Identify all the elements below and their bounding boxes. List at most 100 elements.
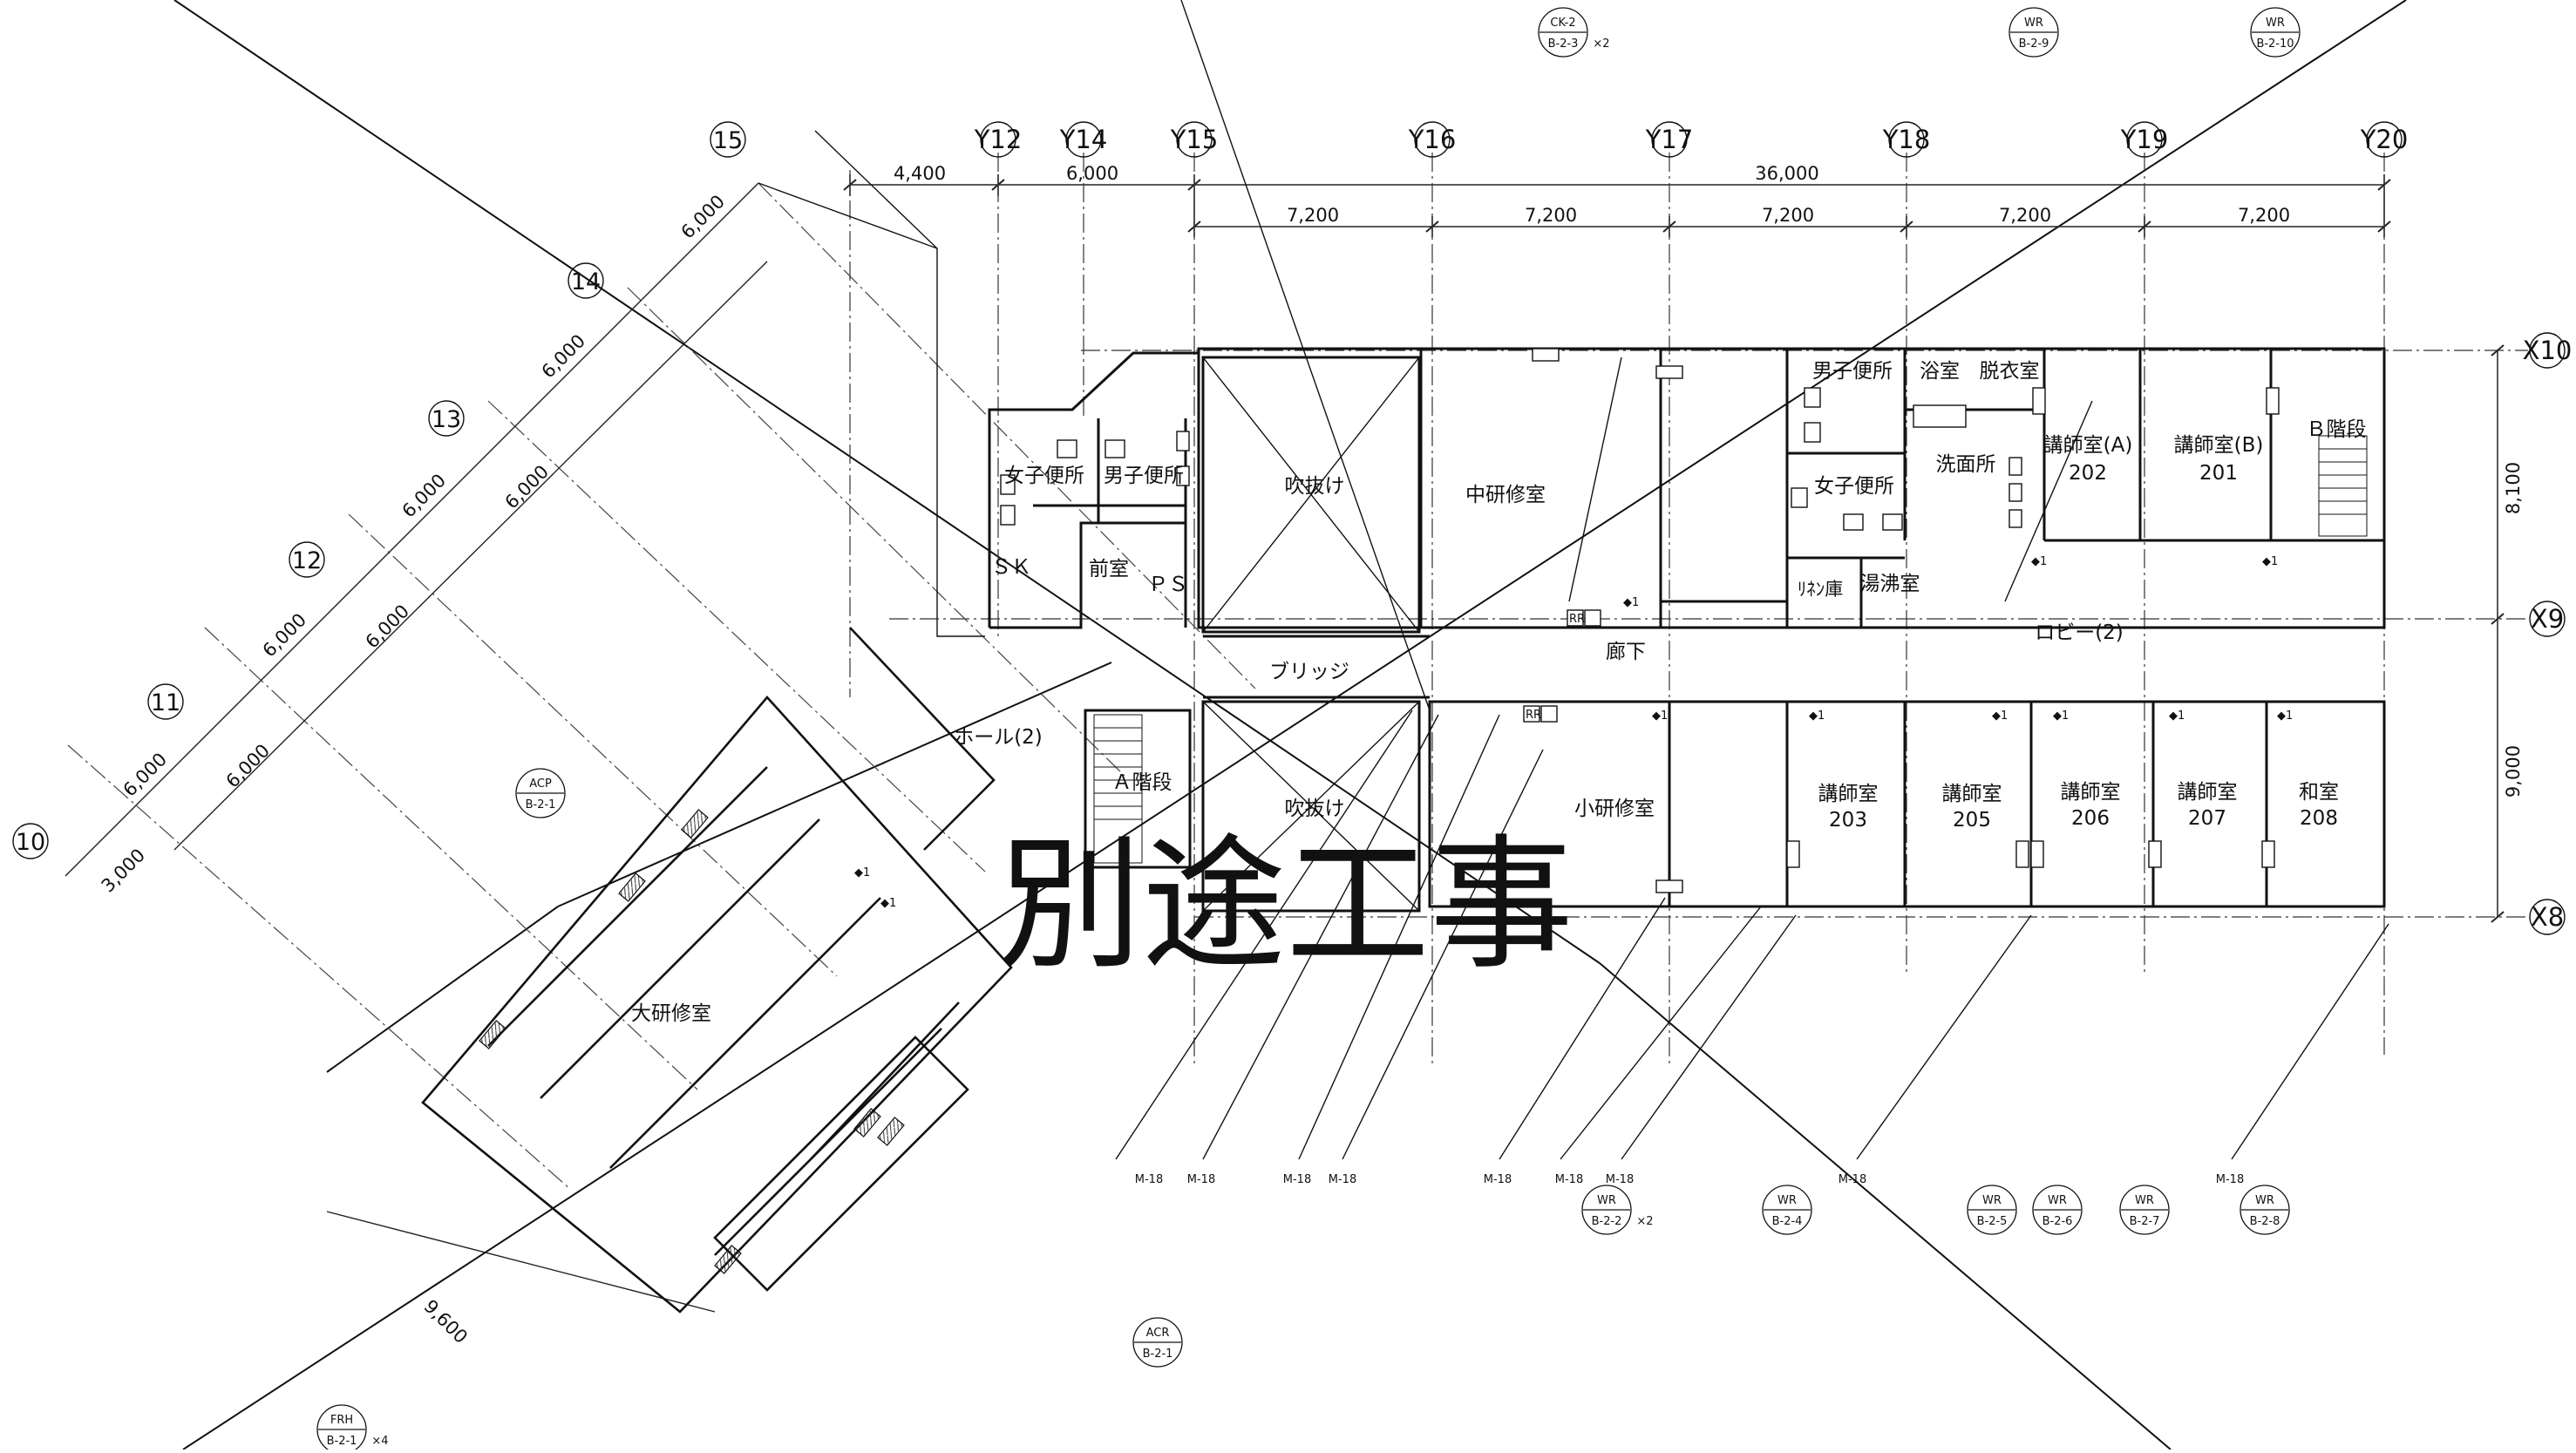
- room-hall: ホール(2): [954, 726, 1043, 749]
- marker-dot-8: ◆1: [2277, 710, 2293, 723]
- dim-diag-inner-2: 6,000: [222, 740, 274, 791]
- grid-d12: 12: [292, 547, 322, 574]
- dim-8100: 8,100: [2503, 462, 2524, 514]
- room-lecturer-205-no: 205: [1953, 809, 1991, 832]
- dim-4400: 4,400: [894, 163, 946, 184]
- grid-x9: X9: [2531, 604, 2564, 634]
- room-mens-wc-right: 男子便所: [1812, 360, 1893, 383]
- pipe-labels: M-18 M-18 M-18 M-18 M-18 M-18 M-18 M-18 …: [1135, 1173, 2244, 1186]
- m18-9: M-18: [2216, 1173, 2244, 1186]
- dim-bay-1: 7,200: [1287, 205, 1339, 226]
- m18-5: M-18: [1484, 1173, 1512, 1186]
- tag-frh-mult: ×4: [371, 1435, 388, 1448]
- dim-bay-4: 7,200: [1999, 205, 2051, 226]
- top-dimension-ticks: [843, 179, 2391, 233]
- grid-y19: Y19: [2120, 125, 2169, 154]
- diagonal-grid-bubbles: [12, 121, 746, 859]
- room-lecturer-203-no: 203: [1829, 809, 1867, 832]
- tag-wr2-mult: ×2: [1636, 1215, 1653, 1228]
- dim-bay-2: 7,200: [1525, 205, 1577, 226]
- tag-wr4-ref: B-2-4: [1772, 1215, 1803, 1228]
- room-lecturer-a-no: 202: [2069, 462, 2107, 485]
- marker-rr-lower: RR: [1526, 709, 1541, 722]
- grid-y16: Y16: [1408, 125, 1457, 154]
- tag-ck2-code: CK-2: [1550, 17, 1575, 30]
- dim-diag-inner-1: 3,000: [98, 845, 149, 896]
- room-mid-study: 中研修室: [1465, 484, 1546, 506]
- grid-y18: Y18: [1882, 125, 1931, 154]
- dim-diag-inner-4: 6,000: [501, 461, 553, 513]
- grid-y12: Y12: [974, 125, 1023, 154]
- room-lecturer-205: 講師室: [1942, 783, 2002, 805]
- tag-wr7-ref: B-2-7: [2130, 1215, 2160, 1228]
- room-lecturer-203: 講師室: [1818, 783, 1879, 805]
- right-dim-ticks: [2491, 344, 2505, 923]
- dim-diag-outer-4: 6,000: [538, 330, 589, 382]
- grid-y20: Y20: [2360, 125, 2409, 154]
- dim-diag-inner-3: 6,000: [362, 601, 413, 652]
- tag-acr-ref: B-2-1: [1143, 1348, 1173, 1361]
- room-lecturer-207-no: 207: [2188, 807, 2226, 830]
- tag-ck2-mult: ×2: [1593, 37, 1609, 51]
- grid-x8: X8: [2531, 902, 2564, 932]
- room-lecturer-206: 講師室: [2061, 781, 2121, 804]
- separate-work-stamp: 別途工事: [998, 821, 1573, 988]
- duct-units: [479, 809, 905, 1274]
- room-washitsu-no: 208: [2300, 807, 2338, 830]
- grid-x10: X10: [2523, 336, 2573, 365]
- diagonal-grid-lines: [67, 182, 1256, 1191]
- tag-wr10-ref: B-2-10: [2256, 37, 2294, 51]
- horizontal-grid-lines: [889, 350, 2528, 918]
- tag-wr5-ref: B-2-5: [1977, 1215, 2008, 1228]
- tag-wr2-ref: B-2-2: [1592, 1215, 1622, 1228]
- room-lobby: ロビー(2): [2035, 621, 2124, 644]
- room-atrium-lower: 吹抜け: [1285, 798, 1345, 820]
- dim-36000: 36,000: [1755, 163, 1818, 184]
- room-stair-b: Ｂ階段: [2307, 418, 2367, 441]
- m18-1: M-18: [1135, 1173, 1163, 1186]
- tag-wr9-ref: B-2-9: [2019, 37, 2049, 51]
- room-atrium-upper: 吹抜け: [1285, 475, 1345, 498]
- small-markers: RR RR ◆1 ◆1 ◆1 ◆1 ◆1 ◆1 ◆1 ◆1 ◆1 ◆1 ◆1: [854, 555, 2293, 910]
- right-grid-bubbles: [2497, 332, 2566, 935]
- grid-d15: 15: [713, 127, 743, 154]
- upper-outline: [758, 130, 985, 637]
- room-large-study: 大研修室: [631, 1002, 711, 1025]
- dim-bay-5: 7,200: [2238, 205, 2290, 226]
- marker-rr-upper: RR: [1569, 613, 1585, 626]
- marker-dot-5: ◆1: [1992, 710, 2008, 723]
- tag-wr9-code: WR: [2024, 17, 2043, 30]
- tag-wr2-code: WR: [1597, 1194, 1616, 1207]
- room-mens-wc-left: 男子便所: [1104, 465, 1184, 487]
- room-stair-a: Ａ階段: [1112, 771, 1172, 794]
- room-lecturer-b: 講師室(B): [2174, 434, 2264, 457]
- top-grid-bubbles: [980, 121, 2403, 158]
- marker-dot-4: ◆1: [1809, 710, 1825, 723]
- room-bridge: ブリッジ: [1269, 661, 1349, 683]
- tag-acp-ref: B-2-1: [526, 798, 556, 811]
- marker-dot-9: ◆1: [1652, 710, 1668, 723]
- tag-wr5-code: WR: [1982, 1194, 2002, 1207]
- dim-diag-outer-1: 6,000: [119, 749, 171, 800]
- tag-frh-code: FRH: [330, 1414, 353, 1427]
- dim-9000: 9,000: [2503, 745, 2524, 798]
- grid-d14: 14: [571, 268, 601, 295]
- room-lecturer-207: 講師室: [2178, 781, 2238, 804]
- dim-6000-top: 6,000: [1066, 163, 1118, 184]
- fixtures: [1000, 348, 2280, 893]
- m18-6: M-18: [1555, 1173, 1583, 1186]
- room-dressing: 脱衣室: [1980, 360, 2040, 383]
- stair-treads: [1093, 435, 2368, 864]
- room-lecturer-a: 講師室(A): [2043, 434, 2133, 457]
- marker-dot-3: ◆1: [2262, 555, 2278, 568]
- pipe-leaders: [1115, 0, 2389, 1160]
- m18-3: M-18: [1283, 1173, 1311, 1186]
- room-womens-wc-right: 女子便所: [1814, 475, 1894, 498]
- dim-diag-outer-3: 6,000: [398, 470, 450, 521]
- dim-diag-outer-5: 6,000: [677, 191, 729, 242]
- tag-wr8-ref: B-2-8: [2250, 1215, 2280, 1228]
- room-labels: 女子便所 男子便所 ＳＫ 前室 ＰＳ 吹抜け 中研修室 ブリッジ 廊下 ホール(…: [631, 360, 2367, 1025]
- m18-8: M-18: [1839, 1173, 1866, 1186]
- grid-d13: 13: [432, 406, 461, 433]
